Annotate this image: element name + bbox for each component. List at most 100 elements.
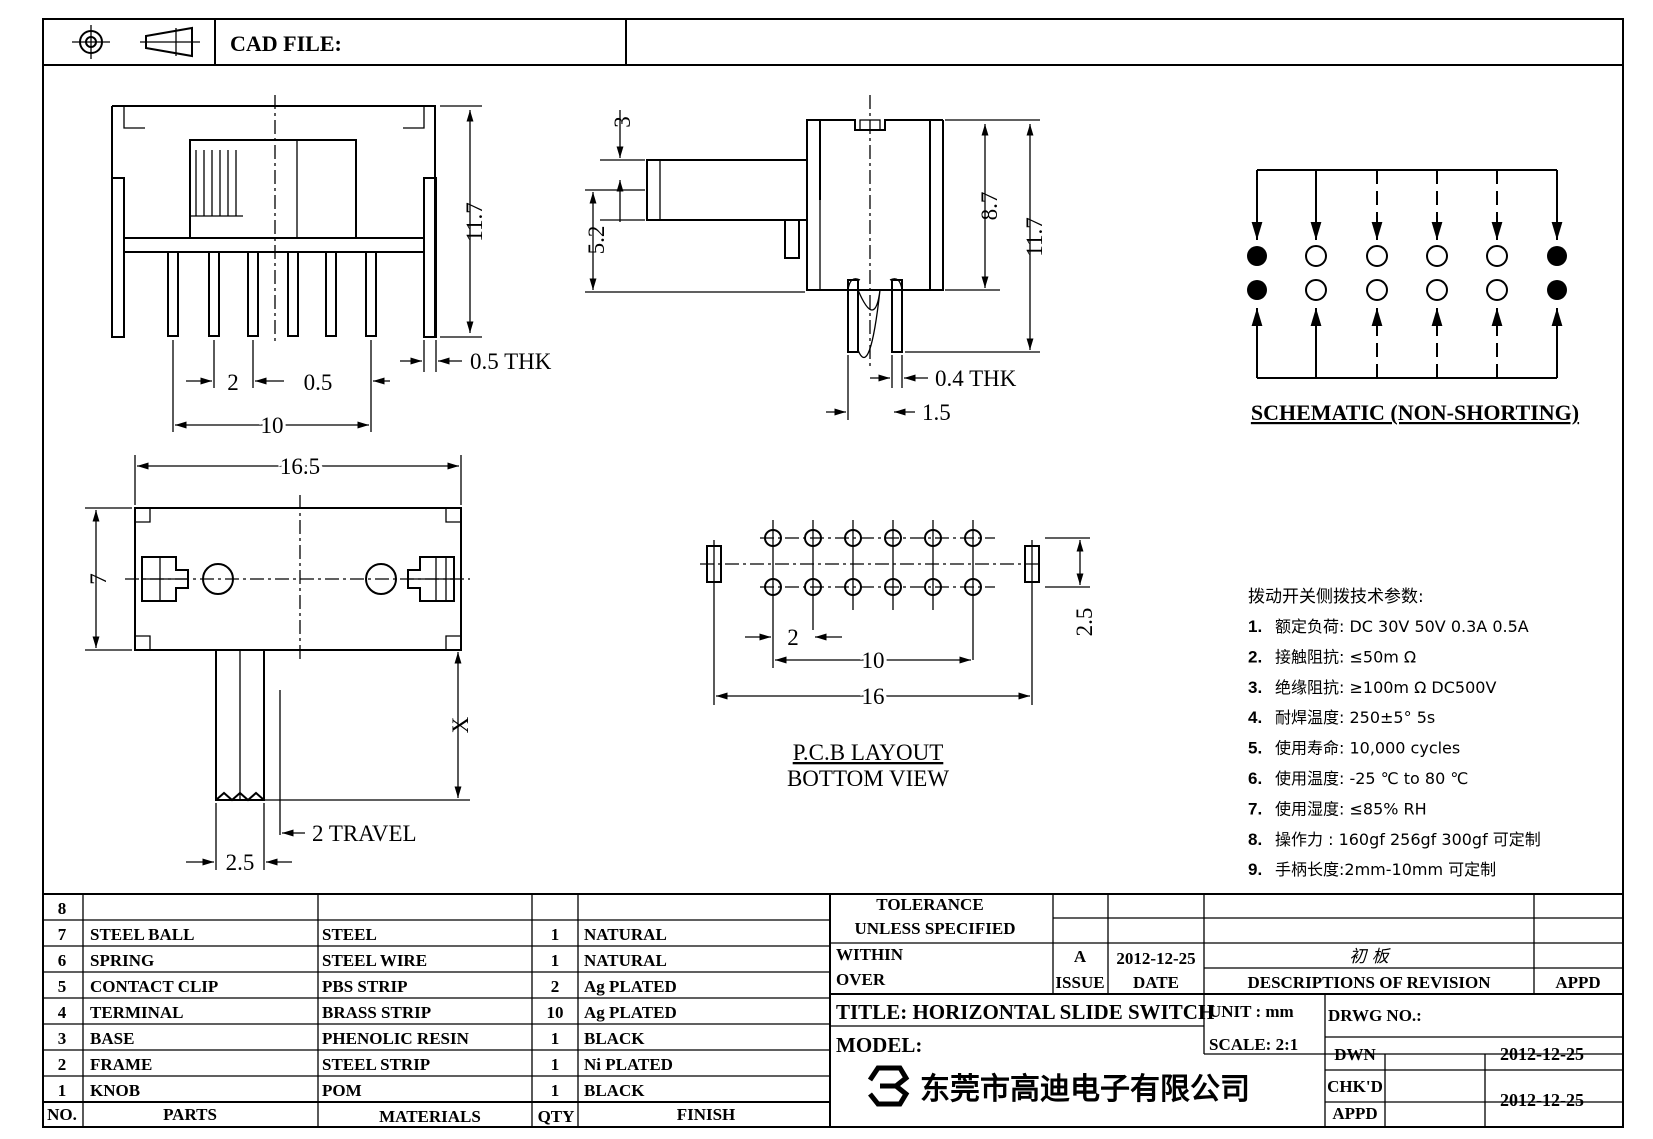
bom-cell-finish: NATURAL xyxy=(584,951,667,970)
bom-cell-no: 2 xyxy=(58,1055,67,1074)
date-label: DATE xyxy=(1133,973,1179,992)
spec-item-text: 使用温度: -25 ℃ to 80 ℃ xyxy=(1275,769,1468,788)
bom-cell-no: 8 xyxy=(58,899,67,918)
appd-label: APPD xyxy=(1332,1104,1377,1123)
dim-height-11-7: 11.7 xyxy=(462,202,487,241)
bom-cell-material: PHENOLIC RESIN xyxy=(322,1029,470,1048)
sheet-border xyxy=(42,18,1624,1128)
model-label: MODEL: xyxy=(836,1033,922,1057)
over-label: OVER xyxy=(836,970,886,989)
dim-width-7: 7 xyxy=(86,573,111,585)
bom-cell-qty: 1 xyxy=(551,1029,560,1048)
tolerance-label: TOLERANCE xyxy=(876,895,983,914)
pcb-dim-rows-2-5: 2.5 xyxy=(1072,608,1097,637)
drawing-title: TITLE: HORIZONTAL SLIDE SWITCH xyxy=(836,1000,1214,1024)
dim-knob-width-2-5: 2.5 xyxy=(226,850,255,875)
header-box: CAD FILE: xyxy=(72,19,627,65)
spec-item-text: 耐焊温度: 250±5° 5s xyxy=(1275,708,1435,727)
company-name: 东莞市高迪电子有限公司 xyxy=(920,1072,1250,1107)
issue-value: A xyxy=(1074,947,1087,966)
pcb-dim-pins-bg: 10 xyxy=(862,648,885,673)
chkd-label: CHK'D xyxy=(1327,1077,1383,1096)
dim-span-10: 10 xyxy=(261,413,284,438)
bom-cell-material: POM xyxy=(322,1081,362,1100)
bom-cell-no: 6 xyxy=(58,951,67,970)
bom-cell-part: BASE xyxy=(90,1029,134,1048)
revision-value: 初 板 xyxy=(1349,947,1391,967)
unit-label: UNIT : mm xyxy=(1209,1002,1294,1021)
bom-cell-part: CONTACT CLIP xyxy=(90,977,218,996)
spec-item-number: 4. xyxy=(1248,708,1262,727)
pcb-dim-total-bg: 16 xyxy=(862,684,885,709)
dim-clip-1-5: 1.5 xyxy=(922,400,951,425)
bom-cell-no: 5 xyxy=(58,977,67,996)
dwn-date: 2012-12-25 xyxy=(1500,1044,1584,1064)
spec-item-number: 1. xyxy=(1248,617,1262,636)
dim-length-16-5: 16.5 xyxy=(280,454,320,479)
schematic-contacts xyxy=(1251,170,1563,378)
issue-label: ISSUE xyxy=(1055,973,1104,992)
dim-knob-x: X xyxy=(448,716,473,733)
bom-header-qty: QTY xyxy=(538,1107,575,1126)
front-view: 11.7 2 0.5 10 10 0.5 THK xyxy=(111,95,552,441)
cad-file-label: CAD FILE: xyxy=(230,31,342,56)
spec-item-text: 手柄长度:2mm-10mm 可定制 xyxy=(1275,860,1496,879)
company-logo-icon xyxy=(867,1065,910,1107)
spec-item-text: 操作力 : 160gf 256gf 300gf 可定制 xyxy=(1275,830,1541,849)
spec-item-number: 3. xyxy=(1248,678,1262,697)
revision-label: DESCRIPTIONS OF REVISION xyxy=(1247,973,1491,992)
bom-cell-qty: 1 xyxy=(551,925,560,944)
bom-cell-qty: 1 xyxy=(551,1055,560,1074)
bom-cell-material: STEEL WIRE xyxy=(322,951,427,970)
pcb-dim-pitch-2: 2 xyxy=(787,625,799,650)
bom-cell-no: 1 xyxy=(58,1081,67,1100)
dim-knob-height-5-2: 5.2 xyxy=(584,226,609,255)
pcb-layout-subtitle: BOTTOM VIEW xyxy=(787,766,949,791)
bom-cell-part: FRAME xyxy=(90,1055,152,1074)
bom-cell-part: STEEL BALL xyxy=(90,925,194,944)
dim-thickness-0-5: 0.5 THK xyxy=(470,349,552,374)
dim-length-bg: 16.5 xyxy=(280,454,320,479)
within-label: WITHIN xyxy=(836,945,904,964)
pcb-dim-pins-10: 10 xyxy=(862,648,885,673)
dim-total-height-11-7: 11.7 xyxy=(1022,217,1047,256)
top-view: 16.5 16.5 7 X 2.5 2 TRAVEL xyxy=(85,451,473,875)
bom-cell-material: STEEL STRIP xyxy=(322,1055,430,1074)
bom-header-materials: MATERIALS xyxy=(379,1107,481,1126)
schematic-title: SCHEMATIC (NON-SHORTING) xyxy=(1251,400,1579,425)
bom-cell-qty: 1 xyxy=(551,1081,560,1100)
bom-cell-qty: 1 xyxy=(551,951,560,970)
dim-body-height-8-7: 8.7 xyxy=(977,192,1002,221)
dim-knob-width-3: 3 xyxy=(610,116,635,128)
dim-span-bg: 10 xyxy=(261,413,284,438)
bom-cell-material: STEEL xyxy=(322,925,377,944)
bom-cell-no: 4 xyxy=(58,1003,67,1022)
spec-item-number: 8. xyxy=(1248,830,1262,849)
bom-cell-finish: Ag PLATED xyxy=(584,977,677,996)
spec-item-text: 使用湿度: ≤85% RH xyxy=(1275,799,1427,818)
dim-pin-width-0-5: 0.5 xyxy=(304,370,333,395)
spec-title: 拨动开关侧拨技术参数: xyxy=(1248,587,1424,607)
spec-item-number: 6. xyxy=(1248,769,1262,788)
bom-cell-qty: 10 xyxy=(547,1003,564,1022)
title-block-text: TOLERANCE UNLESS SPECIFIED WITHIN OVER A… xyxy=(836,895,1601,1123)
appd-header-label: APPD xyxy=(1555,973,1600,992)
scale-label: SCALE: 2:1 xyxy=(1209,1035,1298,1054)
bom-cell-finish: BLACK xyxy=(584,1029,645,1048)
bom-header-parts: PARTS xyxy=(163,1105,217,1124)
bom-cell-part: KNOB xyxy=(90,1081,140,1100)
bom-cell-part: SPRING xyxy=(90,951,154,970)
side-view: 3 5.2 8.7 11.7 0.4 THK 1.5 xyxy=(584,95,1047,425)
spec-item-text: 额定负荷: DC 30V 50V 0.3A 0.5A xyxy=(1275,617,1529,636)
title-block xyxy=(829,894,1623,1127)
dim-thickness-0-4: 0.4 THK xyxy=(935,366,1017,391)
spec-item-number: 9. xyxy=(1248,860,1262,879)
spec-item-number: 7. xyxy=(1248,799,1262,818)
issue-date-value: 2012-12-25 xyxy=(1116,949,1195,968)
first-angle-projection-icon xyxy=(72,25,200,59)
pcb-dim-total-16: 16 xyxy=(862,684,885,709)
spec-item-text: 使用寿命: 10,000 cycles xyxy=(1275,739,1460,758)
